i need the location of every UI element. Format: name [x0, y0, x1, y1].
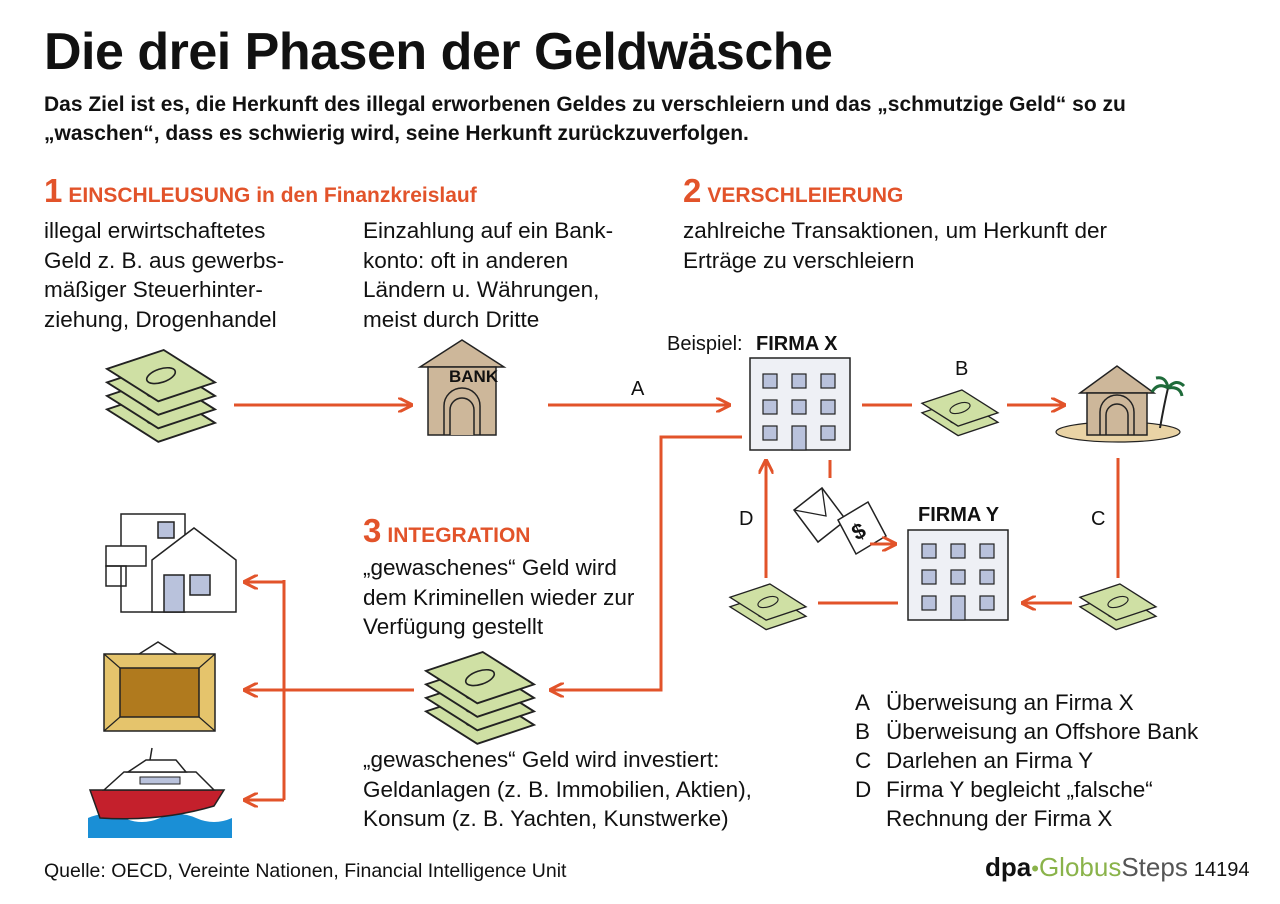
legend-item: C Darlehen an Firma Y	[855, 746, 1198, 775]
firma-y-building-icon	[907, 529, 1009, 621]
phase3-invest-text: „gewaschenes“ Geld wird investiert: Geld…	[363, 747, 752, 831]
money-stack-clean-icon	[426, 652, 534, 744]
phase1-text-a: illegal erwirtschaftetes Geld z. B. aus …	[44, 218, 285, 332]
money-b-icon	[921, 389, 999, 437]
firma-x-label: FIRMA X	[756, 333, 838, 355]
phase1-text-b: Einzahlung auf ein Bank-konto: oft in an…	[363, 218, 614, 332]
money-d-icon	[729, 583, 807, 631]
page-title: Die drei Phasen der Geldwäsche	[44, 23, 833, 81]
legend: A Überweisung an Firma X B Überweisung a…	[855, 688, 1198, 833]
label-b: B	[955, 358, 969, 380]
firma-y-label: FIRMA Y	[918, 504, 1000, 526]
legend-text: Darlehen an Firma Y	[886, 748, 1094, 773]
subtitle: Das Ziel ist es, die Herkunft des illega…	[44, 93, 1126, 145]
painting-icon	[103, 641, 216, 732]
legend-item: A Überweisung an Firma X	[855, 688, 1198, 717]
phase1-number: 1	[44, 172, 63, 209]
legend-item: D Firma Y begleicht „falsche“ Rechnung d…	[855, 775, 1198, 833]
phase3-text: „gewaschenes“ Geld wird dem Kriminellen …	[363, 555, 635, 639]
phase2-number: 2	[683, 172, 702, 209]
legend-item: B Überweisung an Offshore Bank	[855, 717, 1198, 746]
label-c: C	[1091, 508, 1106, 530]
beispiel-label: Beispiel:	[667, 333, 743, 355]
real-estate-icon	[105, 513, 237, 613]
legend-key: D	[855, 777, 872, 802]
legend-text: Überweisung an Offshore Bank	[886, 719, 1199, 744]
yacht-icon	[88, 747, 232, 838]
arrow-integration	[552, 435, 742, 690]
bank-label: BANK	[449, 367, 499, 386]
logo-dpa: dpa	[985, 852, 1032, 882]
firma-x-building-icon	[749, 357, 851, 451]
phase1-heading-text: EINSCHLEUSUNG in den Finanzkreislauf	[68, 184, 477, 207]
bank-icon	[417, 339, 507, 436]
logo-globus: Globus	[1038, 852, 1122, 882]
phase3-heading-text: INTEGRATION	[387, 524, 531, 547]
invoice-envelope-icon: $	[792, 486, 887, 556]
logo-steps: Steps	[1121, 852, 1188, 882]
offshore-bank-icon	[1055, 365, 1186, 443]
money-c-icon	[1079, 583, 1157, 631]
logo-dot-icon: •	[1031, 856, 1039, 881]
money-stack-icon	[107, 350, 215, 442]
source-note: Quelle: OECD, Vereinte Nationen, Financi…	[44, 860, 567, 882]
phase2-heading-text: VERSCHLEIERUNG	[707, 184, 904, 207]
label-d: D	[739, 508, 754, 530]
legend-text: Firma Y begleicht „falsche“ Rechnung der…	[886, 777, 1153, 831]
label-a: A	[631, 378, 645, 400]
phase3-number: 3	[363, 512, 382, 549]
legend-key: B	[855, 719, 871, 744]
phase2-text: zahlreiche Transaktionen, um Herkunft de…	[683, 218, 1107, 273]
legend-key: C	[855, 748, 872, 773]
graphic-code: 14194	[1193, 859, 1250, 881]
legend-text: Überweisung an Firma X	[886, 690, 1134, 715]
legend-key: A	[855, 690, 871, 715]
